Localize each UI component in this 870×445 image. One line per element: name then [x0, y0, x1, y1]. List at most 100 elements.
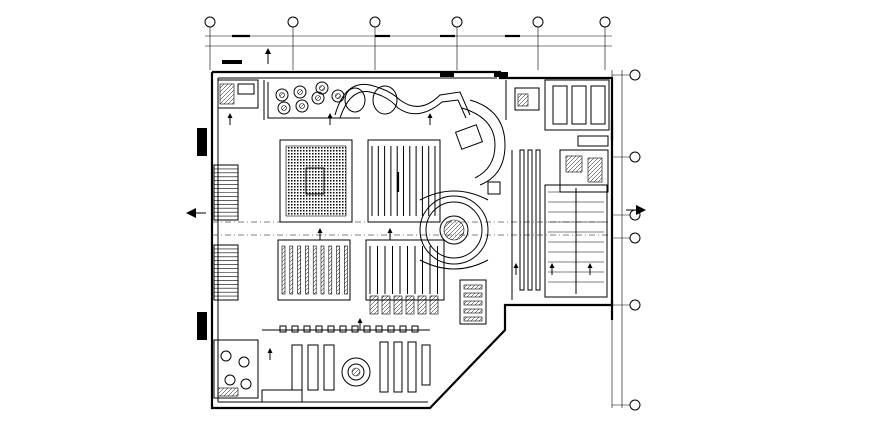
- cafe-table-icon: [277, 101, 291, 115]
- grid-bubble-top: [204, 16, 216, 28]
- product-display-block: [279, 139, 353, 223]
- cafe-table-top: [281, 105, 287, 111]
- column: [279, 325, 287, 333]
- arrow-up-icon: [587, 263, 593, 268]
- arrow-up-icon: [513, 263, 519, 268]
- display-bin: [405, 295, 415, 315]
- entrance-block-left-lower: [197, 312, 207, 340]
- grid-bubble-right: [629, 299, 641, 311]
- kiosk-area-bottom-left: [213, 339, 259, 399]
- rack-column: [519, 149, 525, 291]
- service-rooms-top-left: [217, 60, 265, 120]
- column: [351, 325, 359, 333]
- shelf-unit: [289, 245, 294, 295]
- stair-left-upper: [213, 164, 239, 221]
- shop-shelf: [407, 341, 417, 393]
- shop-shelf: [291, 344, 303, 391]
- grid-bubble-right: [629, 151, 641, 163]
- checkout-lane: [463, 316, 483, 322]
- shelf-unit: [312, 245, 317, 295]
- checkout-lane: [463, 284, 483, 290]
- arrow-up-icon: [357, 318, 363, 323]
- shelving-aisles-lower-middle: [365, 239, 445, 315]
- circular-display-bottom: [341, 357, 371, 387]
- cafe-table-top: [319, 85, 325, 91]
- loading-bay-top-right: [505, 79, 610, 131]
- north-arrow-icon: [265, 48, 271, 64]
- grid-bubble-top: [369, 16, 381, 28]
- column: [387, 325, 395, 333]
- column: [363, 325, 371, 333]
- shelf-unit: [328, 245, 333, 295]
- curved-corridor: [454, 99, 506, 195]
- cafe-seating-area: [267, 81, 360, 119]
- entrance-block-left-upper: [197, 128, 207, 156]
- central-rotunda: [419, 190, 489, 270]
- display-bin: [417, 295, 427, 315]
- column: [327, 325, 335, 333]
- cafe-table-top: [297, 89, 303, 95]
- staff-rooms-right: [559, 135, 609, 193]
- cafe-table-icon: [293, 85, 307, 99]
- storage-bays-right: [544, 184, 608, 298]
- column: [291, 325, 299, 333]
- shelf-unit: [297, 245, 301, 295]
- shop-shelf: [323, 344, 335, 391]
- display-bin: [369, 295, 379, 315]
- arrow-up-icon: [387, 228, 393, 233]
- shelf-unit: [344, 245, 348, 295]
- rack-column: [535, 149, 541, 291]
- curved-feature-wall: [334, 83, 471, 119]
- column: [339, 325, 347, 333]
- arrow-up-icon: [427, 113, 433, 118]
- shop-counter: [261, 389, 303, 403]
- cafe-table-icon: [275, 88, 289, 102]
- shelf-unit: [281, 245, 286, 295]
- grid-bubble-top: [599, 16, 611, 28]
- column: [315, 325, 323, 333]
- column: [303, 325, 311, 333]
- arrow-up-icon: [227, 113, 233, 118]
- stair-left-lower: [213, 244, 239, 301]
- display-bin: [381, 295, 391, 315]
- shelf-unit: [320, 245, 325, 295]
- display-bin: [429, 295, 439, 315]
- checkout-counters: [459, 279, 487, 325]
- shop-shelf: [307, 344, 319, 391]
- grid-bubble-right: [629, 69, 641, 81]
- vertical-racks-right: [511, 149, 541, 300]
- top-grid-bubbles: [204, 16, 611, 70]
- lower-shop-units: [261, 325, 431, 403]
- shop-shelf: [421, 344, 431, 386]
- shop-shelf: [379, 341, 389, 393]
- section-marker-left: [186, 208, 206, 218]
- grid-bubble-top: [532, 16, 544, 28]
- grid-bubble-top: [451, 16, 463, 28]
- cafe-table-top: [335, 93, 341, 99]
- cafe-table-top: [299, 103, 305, 109]
- column: [375, 325, 383, 333]
- shelving-aisles-upper: [367, 139, 441, 223]
- grid-bubble-right: [629, 232, 641, 244]
- shop-shelf: [393, 341, 403, 393]
- section-marker-right: [626, 205, 646, 215]
- cafe-table-icon: [315, 81, 329, 95]
- cafe-table-top: [279, 92, 285, 98]
- shelving-aisles-lower-left: [277, 239, 351, 301]
- cafe-table-top: [315, 95, 321, 101]
- entrance-block-top: [440, 72, 508, 77]
- circulation-arrows: [227, 113, 593, 360]
- shelf-unit: [336, 245, 340, 295]
- top-dimension-lines: [205, 34, 612, 47]
- arrow-up-icon: [317, 228, 323, 233]
- rack-column: [527, 149, 533, 291]
- column: [399, 325, 407, 333]
- grid-bubble-top: [287, 16, 299, 28]
- grid-axis-lines: [212, 221, 612, 236]
- arrow-up-icon: [549, 263, 555, 268]
- arrow-up-icon: [267, 348, 273, 353]
- column: [411, 325, 419, 333]
- display-bin: [393, 295, 403, 315]
- checkout-lane: [463, 300, 483, 306]
